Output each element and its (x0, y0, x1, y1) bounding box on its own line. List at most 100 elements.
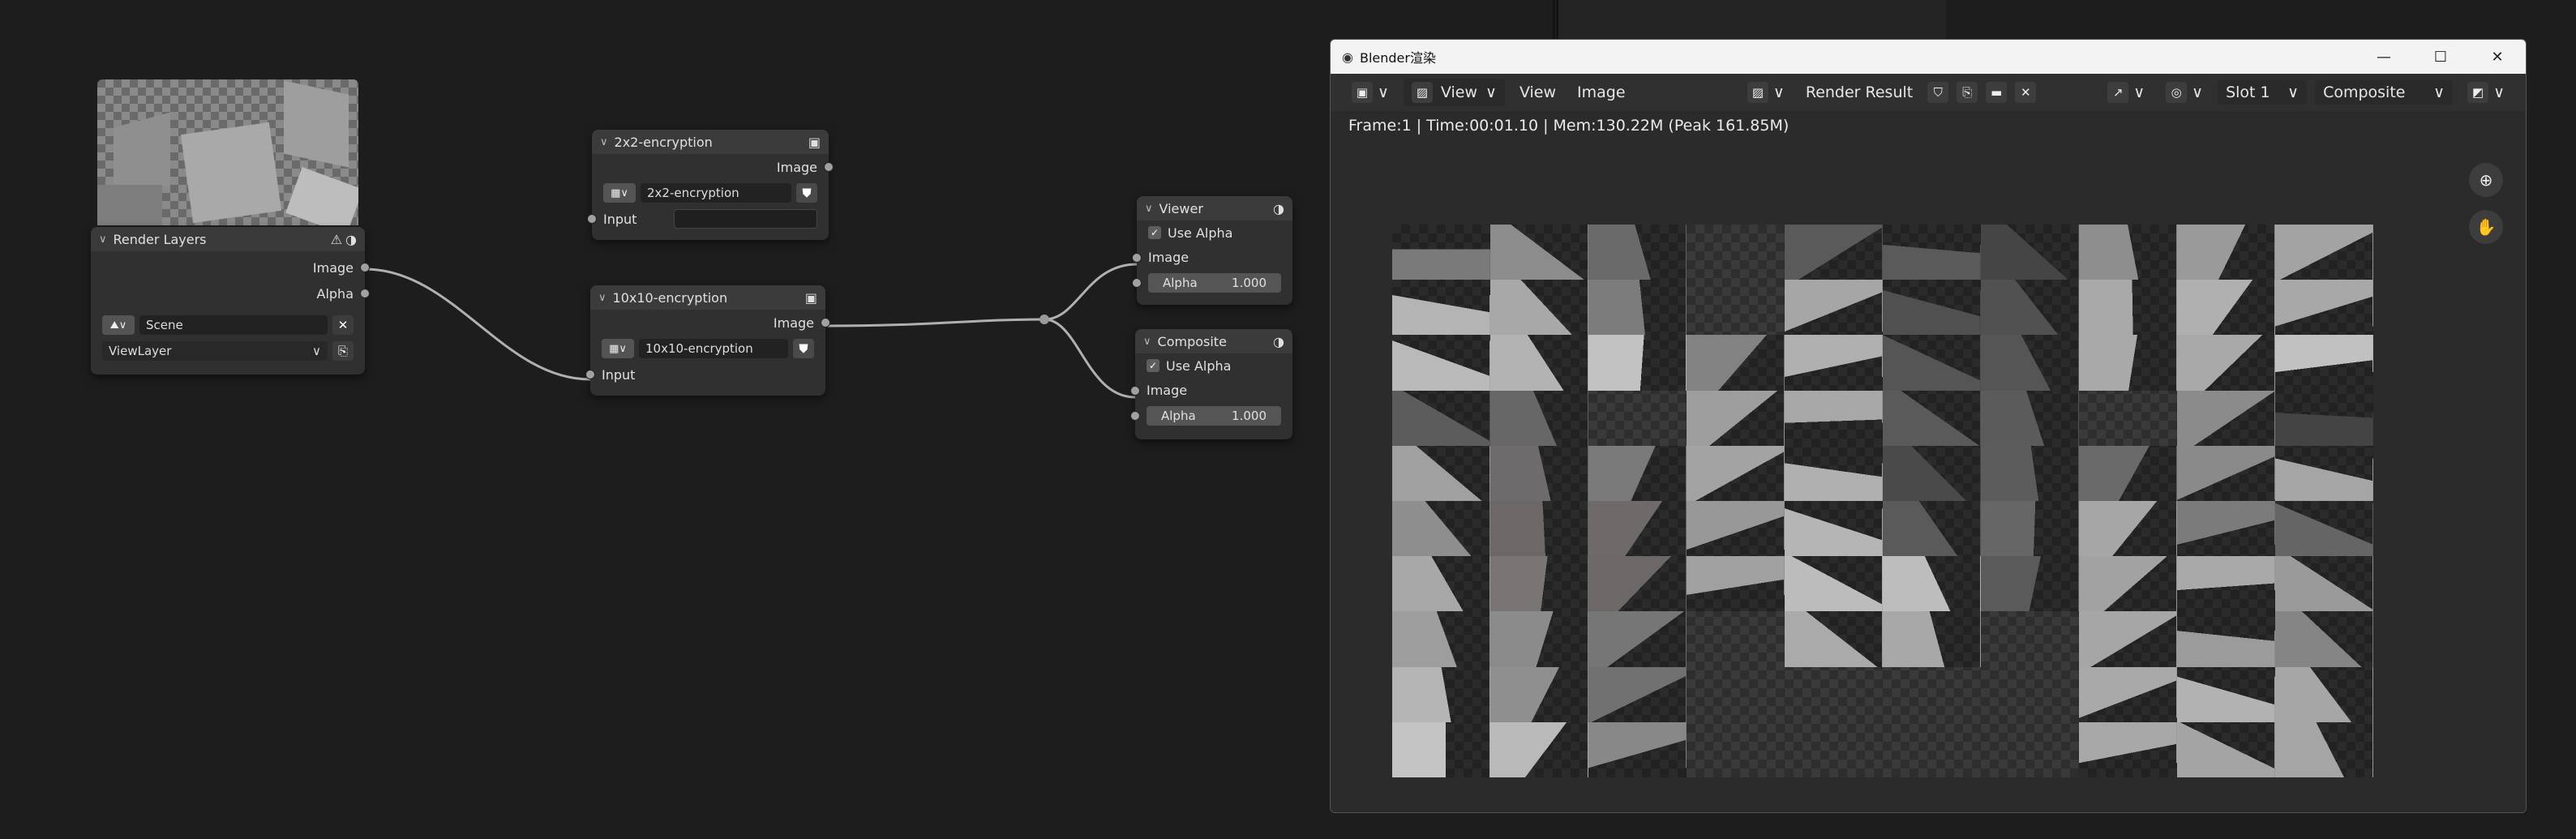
view-layer-copy-icon[interactable]: ⎘ (332, 341, 354, 361)
render-tile (1490, 611, 1588, 667)
render-window[interactable]: ◉ Blender渲染 — ☐ ✕ ▣∨ ▨View∨ View Image ▨… (1330, 39, 2527, 813)
render-tile (2275, 280, 2373, 336)
fake-user-shield-icon[interactable]: ⛊ (793, 339, 814, 358)
render-tile (1785, 721, 1883, 777)
group-node-10x10[interactable]: ∨ 10x10-encryption ▣ Image ▦∨ 10x10-encr… (585, 285, 830, 396)
render-tile (1883, 500, 1981, 557)
alpha-slider[interactable]: Alpha 1.000 (1147, 406, 1281, 426)
render-layers-node[interactable]: ∨ Render Layers ⚠ ◑ Image Alpha ⛰∨ Scene… (91, 227, 370, 375)
collapse-chevron-icon[interactable]: ∨ (1143, 335, 1151, 348)
blender-logo-icon: ◉ (1342, 49, 1353, 65)
render-tile (2177, 611, 2275, 667)
alpha-input-socket[interactable] (1132, 278, 1142, 288)
render-tile (1785, 500, 1883, 557)
input-row: Input (585, 362, 825, 387)
node-header[interactable]: ∨ Composite ◑ (1135, 329, 1292, 353)
node-header[interactable]: ∨ 10x10-encryption ▣ (590, 285, 825, 310)
pass-dropdown[interactable]: Composite∨ (2315, 80, 2454, 105)
image-input-socket[interactable] (1132, 253, 1142, 263)
node-group-icon[interactable]: ▣ (804, 289, 817, 306)
alpha-slider[interactable]: Alpha 1.000 (1148, 273, 1281, 293)
render-tile (1883, 666, 1981, 722)
scene-field[interactable]: Scene (139, 315, 328, 335)
render-layers-header[interactable]: ∨ Render Layers ⚠ ◑ (91, 227, 365, 251)
image-output-socket[interactable] (824, 162, 834, 172)
render-tile (1392, 280, 1490, 336)
render-tile (1687, 335, 1785, 391)
view-layer-value: ViewLayer (109, 344, 172, 358)
render-icon[interactable]: ◑ (1273, 333, 1284, 349)
render-tile (1785, 335, 1883, 391)
image-name-field[interactable]: Render Result (1805, 83, 1914, 101)
image-input-row: Image (1132, 245, 1292, 269)
fake-user-shield-icon[interactable]: ⛊ (796, 183, 817, 203)
image-browse-button[interactable]: ▨∨ (1741, 79, 1791, 106)
render-tile (2177, 445, 2275, 501)
render-tile (2275, 390, 2373, 446)
render-icon[interactable]: ◑ (1273, 200, 1284, 216)
window-titlebar[interactable]: ◉ Blender渲染 — ☐ ✕ (1331, 40, 2526, 74)
render-tile (1883, 445, 1981, 501)
checkbox-checked-icon[interactable]: ✓ (1147, 359, 1159, 372)
fake-user-shield-icon[interactable]: ⛉ (1927, 82, 1949, 103)
image-input-socket[interactable] (1130, 386, 1140, 396)
node-header[interactable]: ∨ 2x2-encryption ▣ (592, 130, 829, 154)
duplicate-icon[interactable]: ⎘ (1957, 82, 1978, 103)
image-output-socket[interactable] (821, 318, 830, 327)
scene-selector-icon[interactable]: ⛰∨ (102, 315, 135, 335)
render-tile (1588, 390, 1687, 446)
composite-node[interactable]: ∨ Composite ◑ ✓ Use Alpha Image Alpha 1.… (1130, 329, 1292, 439)
collapse-chevron-icon[interactable]: ∨ (598, 291, 606, 304)
close-icon[interactable]: ✕ (2491, 48, 2504, 66)
node-tree-icon[interactable]: ▦∨ (603, 183, 636, 203)
display-channels-button[interactable]: ◩∨ (2461, 79, 2511, 106)
node-header[interactable]: ∨ Viewer ◑ (1137, 196, 1292, 220)
image-output-socket[interactable] (360, 263, 370, 272)
image-menu[interactable]: Image (1577, 83, 1626, 101)
maximize-icon[interactable]: ☐ (2433, 48, 2448, 66)
overlay-toggle[interactable]: ◎∨ (2159, 79, 2210, 106)
slot-dropdown[interactable]: Slot 1∨ (2218, 80, 2308, 105)
input-row: Input (587, 206, 829, 232)
render-result-image[interactable] (1392, 225, 2373, 777)
unlink-icon[interactable]: ✕ (2015, 82, 2037, 103)
group-selector-row: ▦∨ 2x2-encryption ⛊ (592, 180, 829, 206)
render-tile (1490, 721, 1588, 777)
node-group-icon[interactable]: ▣ (808, 134, 821, 150)
input-socket[interactable] (587, 214, 597, 224)
render-icon[interactable]: ◑ (345, 231, 357, 247)
node-title: 10x10-encryption (612, 289, 728, 306)
view-menu[interactable]: View (1519, 83, 1557, 101)
input-label: Image (1147, 382, 1188, 398)
render-tile (1392, 611, 1490, 667)
view-layer-dropdown[interactable]: ViewLayer ∨ (102, 341, 328, 361)
render-tile (1883, 721, 1981, 777)
input-socket[interactable] (585, 370, 595, 379)
use-alpha-row[interactable]: ✓ Use Alpha (1137, 220, 1292, 245)
group-node-2x2[interactable]: ∨ 2x2-encryption ▣ Image ▦∨ 2x2-encrypti… (587, 130, 834, 240)
minimize-icon[interactable]: — (2377, 48, 2391, 66)
clear-scene-icon[interactable]: ✕ (332, 315, 354, 335)
image-viewport[interactable]: ⊕ ✋ (1331, 140, 2526, 812)
open-folder-icon[interactable]: ▬ (1986, 82, 2008, 103)
render-tile (1588, 500, 1687, 557)
view-mode-dropdown[interactable]: ▨View∨ (1403, 79, 1505, 106)
input-color-field[interactable] (674, 209, 817, 229)
alpha-output-socket[interactable] (360, 289, 370, 298)
zoom-icon[interactable]: ⊕ (2469, 163, 2503, 197)
pan-hand-icon[interactable]: ✋ (2469, 210, 2503, 244)
collapse-chevron-icon[interactable]: ∨ (1145, 202, 1153, 215)
group-name-field[interactable]: 2x2-encryption (641, 183, 791, 203)
gizmo-toggle[interactable]: ↗∨ (2101, 79, 2151, 106)
viewer-node[interactable]: ∨ Viewer ◑ ✓ Use Alpha Image Alpha 1.000 (1132, 196, 1292, 305)
use-alpha-row[interactable]: ✓ Use Alpha (1135, 353, 1292, 378)
group-name-field[interactable]: 10x10-encryption (639, 339, 788, 358)
alpha-input-socket[interactable] (1130, 411, 1140, 421)
node-tree-icon[interactable]: ▦∨ (602, 339, 634, 358)
link-render-to-10x10 (364, 268, 591, 381)
editor-type-button[interactable]: ▣∨ (1345, 79, 1395, 106)
collapse-chevron-icon[interactable]: ∨ (600, 135, 608, 148)
chevron-down-icon: ∨ (2493, 83, 2505, 101)
collapse-chevron-icon[interactable]: ∨ (99, 233, 107, 246)
checkbox-checked-icon[interactable]: ✓ (1148, 226, 1161, 239)
